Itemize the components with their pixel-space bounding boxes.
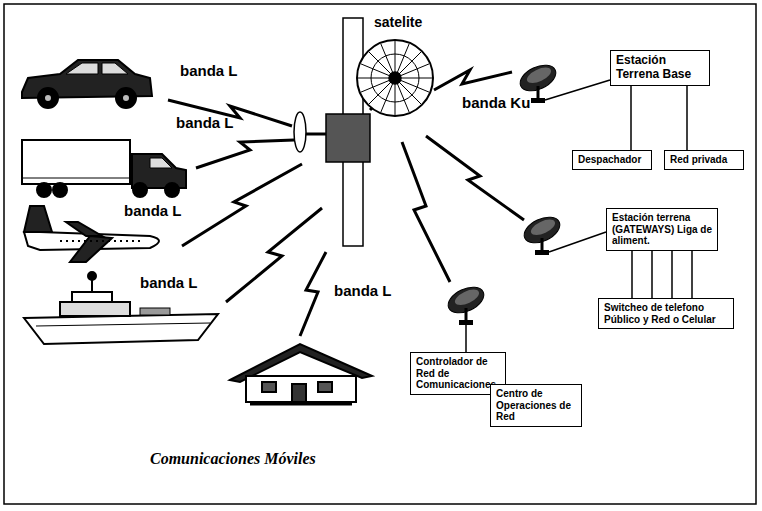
connector [686, 86, 688, 150]
box-text: Red privada [670, 154, 738, 166]
band-label: banda L [176, 114, 234, 131]
caption: Comunicaciones Móviles [150, 450, 316, 468]
box-text: Despachador [578, 154, 646, 166]
box-text: Estación Terrena Base [616, 54, 704, 82]
band-label: banda L [180, 62, 238, 79]
feed-line [465, 325, 467, 352]
base-station-box: Estación Terrena Base [610, 50, 710, 86]
satellite-label: satelite [374, 14, 422, 30]
box-text: Switcheo de telefono Público y Red o Cel… [604, 302, 728, 325]
band-label: banda Ku [462, 94, 530, 111]
box-text: Estación terrena (GATEWAYS) Liga de alim… [612, 212, 712, 247]
connector [631, 251, 633, 299]
house-figure [230, 344, 372, 404]
connector [630, 86, 632, 150]
gateway-box: Estación terrena (GATEWAYS) Liga de alim… [606, 208, 718, 251]
box-text: Controlador de Red de Comunicaciones [416, 356, 500, 391]
dish-antenna [444, 282, 488, 325]
dispatcher-box: Despachador [572, 150, 652, 170]
ship-figure [24, 272, 218, 344]
car-figure [22, 60, 152, 108]
band-label: banda L [124, 202, 182, 219]
band-label: banda L [334, 282, 392, 299]
box-text: Centro de Operaciones de Red [496, 388, 576, 423]
wire [691, 251, 693, 299]
switching-box: Switcheo de telefono Público y Red o Cel… [598, 298, 734, 329]
satellite-figure [294, 18, 433, 246]
frame [4, 4, 756, 504]
wire [671, 251, 673, 299]
feed-line [545, 80, 610, 100]
private-network-box: Red privada [664, 150, 744, 170]
band-label: banda L [140, 274, 198, 291]
operations-center-box: Centro de Operaciones de Red [490, 384, 582, 427]
feed-line [549, 232, 606, 252]
truck-figure [22, 140, 186, 197]
wire [651, 251, 653, 299]
